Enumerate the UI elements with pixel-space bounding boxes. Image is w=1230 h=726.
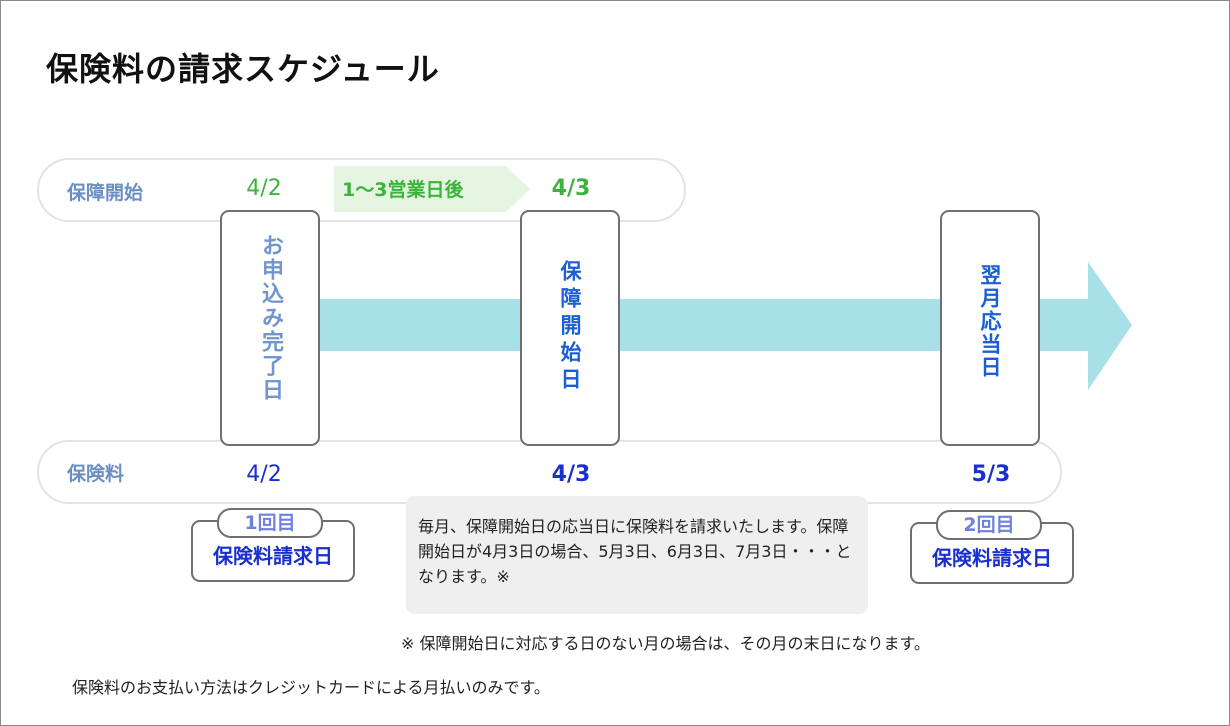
coverage-start-box: 保障開始日 — [520, 210, 620, 446]
application-complete-label: お申込み完了日 — [258, 234, 283, 402]
next-month-label: 翌月応当日 — [978, 264, 1002, 379]
next-month-box: 翌月応当日 — [940, 210, 1040, 446]
explanation-bubble — [406, 496, 868, 614]
premium-next-date: 5/3 — [971, 462, 1011, 487]
coverage-start-day-label: 保障開始日 — [558, 260, 582, 395]
second-billing-box: 2回目 保険料請求日 — [910, 510, 1074, 584]
business-days-label: 1〜3営業日後 — [342, 179, 464, 201]
coverage-start-label: 保障開始 — [67, 182, 144, 204]
premium-row — [37, 440, 1062, 504]
payment-method-note: 保険料のお支払い方法はクレジットカードによる月払いのみです。 — [72, 678, 550, 697]
page-title: 保険料の請求スケジュール — [46, 50, 440, 88]
premium-label: 保険料 — [67, 463, 125, 485]
footnote: ※ 保障開始日に対応する日のない月の場合は、その月の末日になります。 — [401, 634, 930, 653]
coverage-begin-date: 4/3 — [551, 176, 591, 201]
first-billing-tag: 1回目 — [217, 508, 323, 538]
first-billing-box: 1回目 保険料請求日 — [191, 508, 355, 582]
coverage-apply-date: 4/2 — [246, 176, 282, 201]
application-complete-box: お申込み完了日 — [220, 210, 320, 446]
business-days-arrow — [334, 166, 530, 212]
second-billing-tag: 2回目 — [936, 510, 1042, 540]
premium-begin-date: 4/3 — [551, 462, 591, 487]
first-billing-label: 保険料請求日 — [213, 544, 333, 568]
explanation-text: 毎月、保障開始日の応当日に保険料を請求いたします。保障開始日が4月3日の場合、5… — [418, 517, 852, 586]
premium-apply-date: 4/2 — [246, 462, 282, 487]
second-billing-label: 保険料請求日 — [932, 546, 1052, 570]
